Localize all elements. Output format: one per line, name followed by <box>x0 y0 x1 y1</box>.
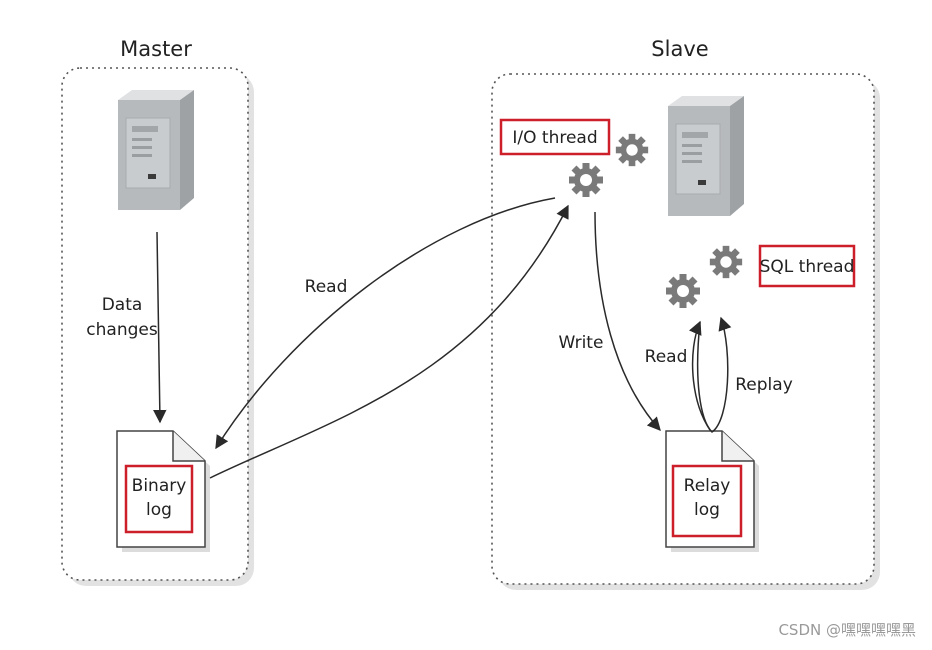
io-thread-highlight <box>499 118 611 156</box>
sql-thread-gear-icon-2 <box>709 245 743 279</box>
watermark: CSDN @嘿嘿嘿嘿黑 <box>778 621 916 639</box>
write-arrow <box>594 211 661 432</box>
master-title: Master <box>120 37 192 61</box>
slave-server-icon <box>667 95 745 217</box>
master-server-icon <box>117 89 195 211</box>
data-changes-label-line1: Data <box>102 295 143 315</box>
relay-log-label-line1: Relay <box>684 476 731 496</box>
io-thread-label: I/O thread <box>512 128 597 148</box>
read-master-label: Read <box>305 277 348 297</box>
read-response-arrow <box>209 204 569 479</box>
io-thread-gear-icon <box>569 163 603 197</box>
relay-log-highlight <box>671 464 743 538</box>
data-changes-label-line2: changes <box>86 320 158 340</box>
sql-thread-gear-icon <box>666 274 700 308</box>
binary-log-label-line1: Binary <box>132 476 187 496</box>
binary-log-highlight <box>124 464 194 534</box>
replay-arrow <box>696 316 732 433</box>
sql-thread-label: SQL thread <box>760 257 855 277</box>
io-thread-gear-icon-2 <box>615 133 649 167</box>
sql-thread-highlight <box>758 244 856 288</box>
slave-panel <box>491 73 880 590</box>
write-label: Write <box>559 333 604 353</box>
read-request-arrow <box>215 197 556 450</box>
relay-log-label-line2: log <box>694 500 720 520</box>
data-changes-arrow <box>153 231 167 424</box>
binary-log-label-line2: log <box>146 500 172 520</box>
master-panel <box>61 67 254 586</box>
replay-label: Replay <box>735 375 793 395</box>
read-relay-label: Read <box>645 347 688 367</box>
slave-title: Slave <box>651 37 708 61</box>
